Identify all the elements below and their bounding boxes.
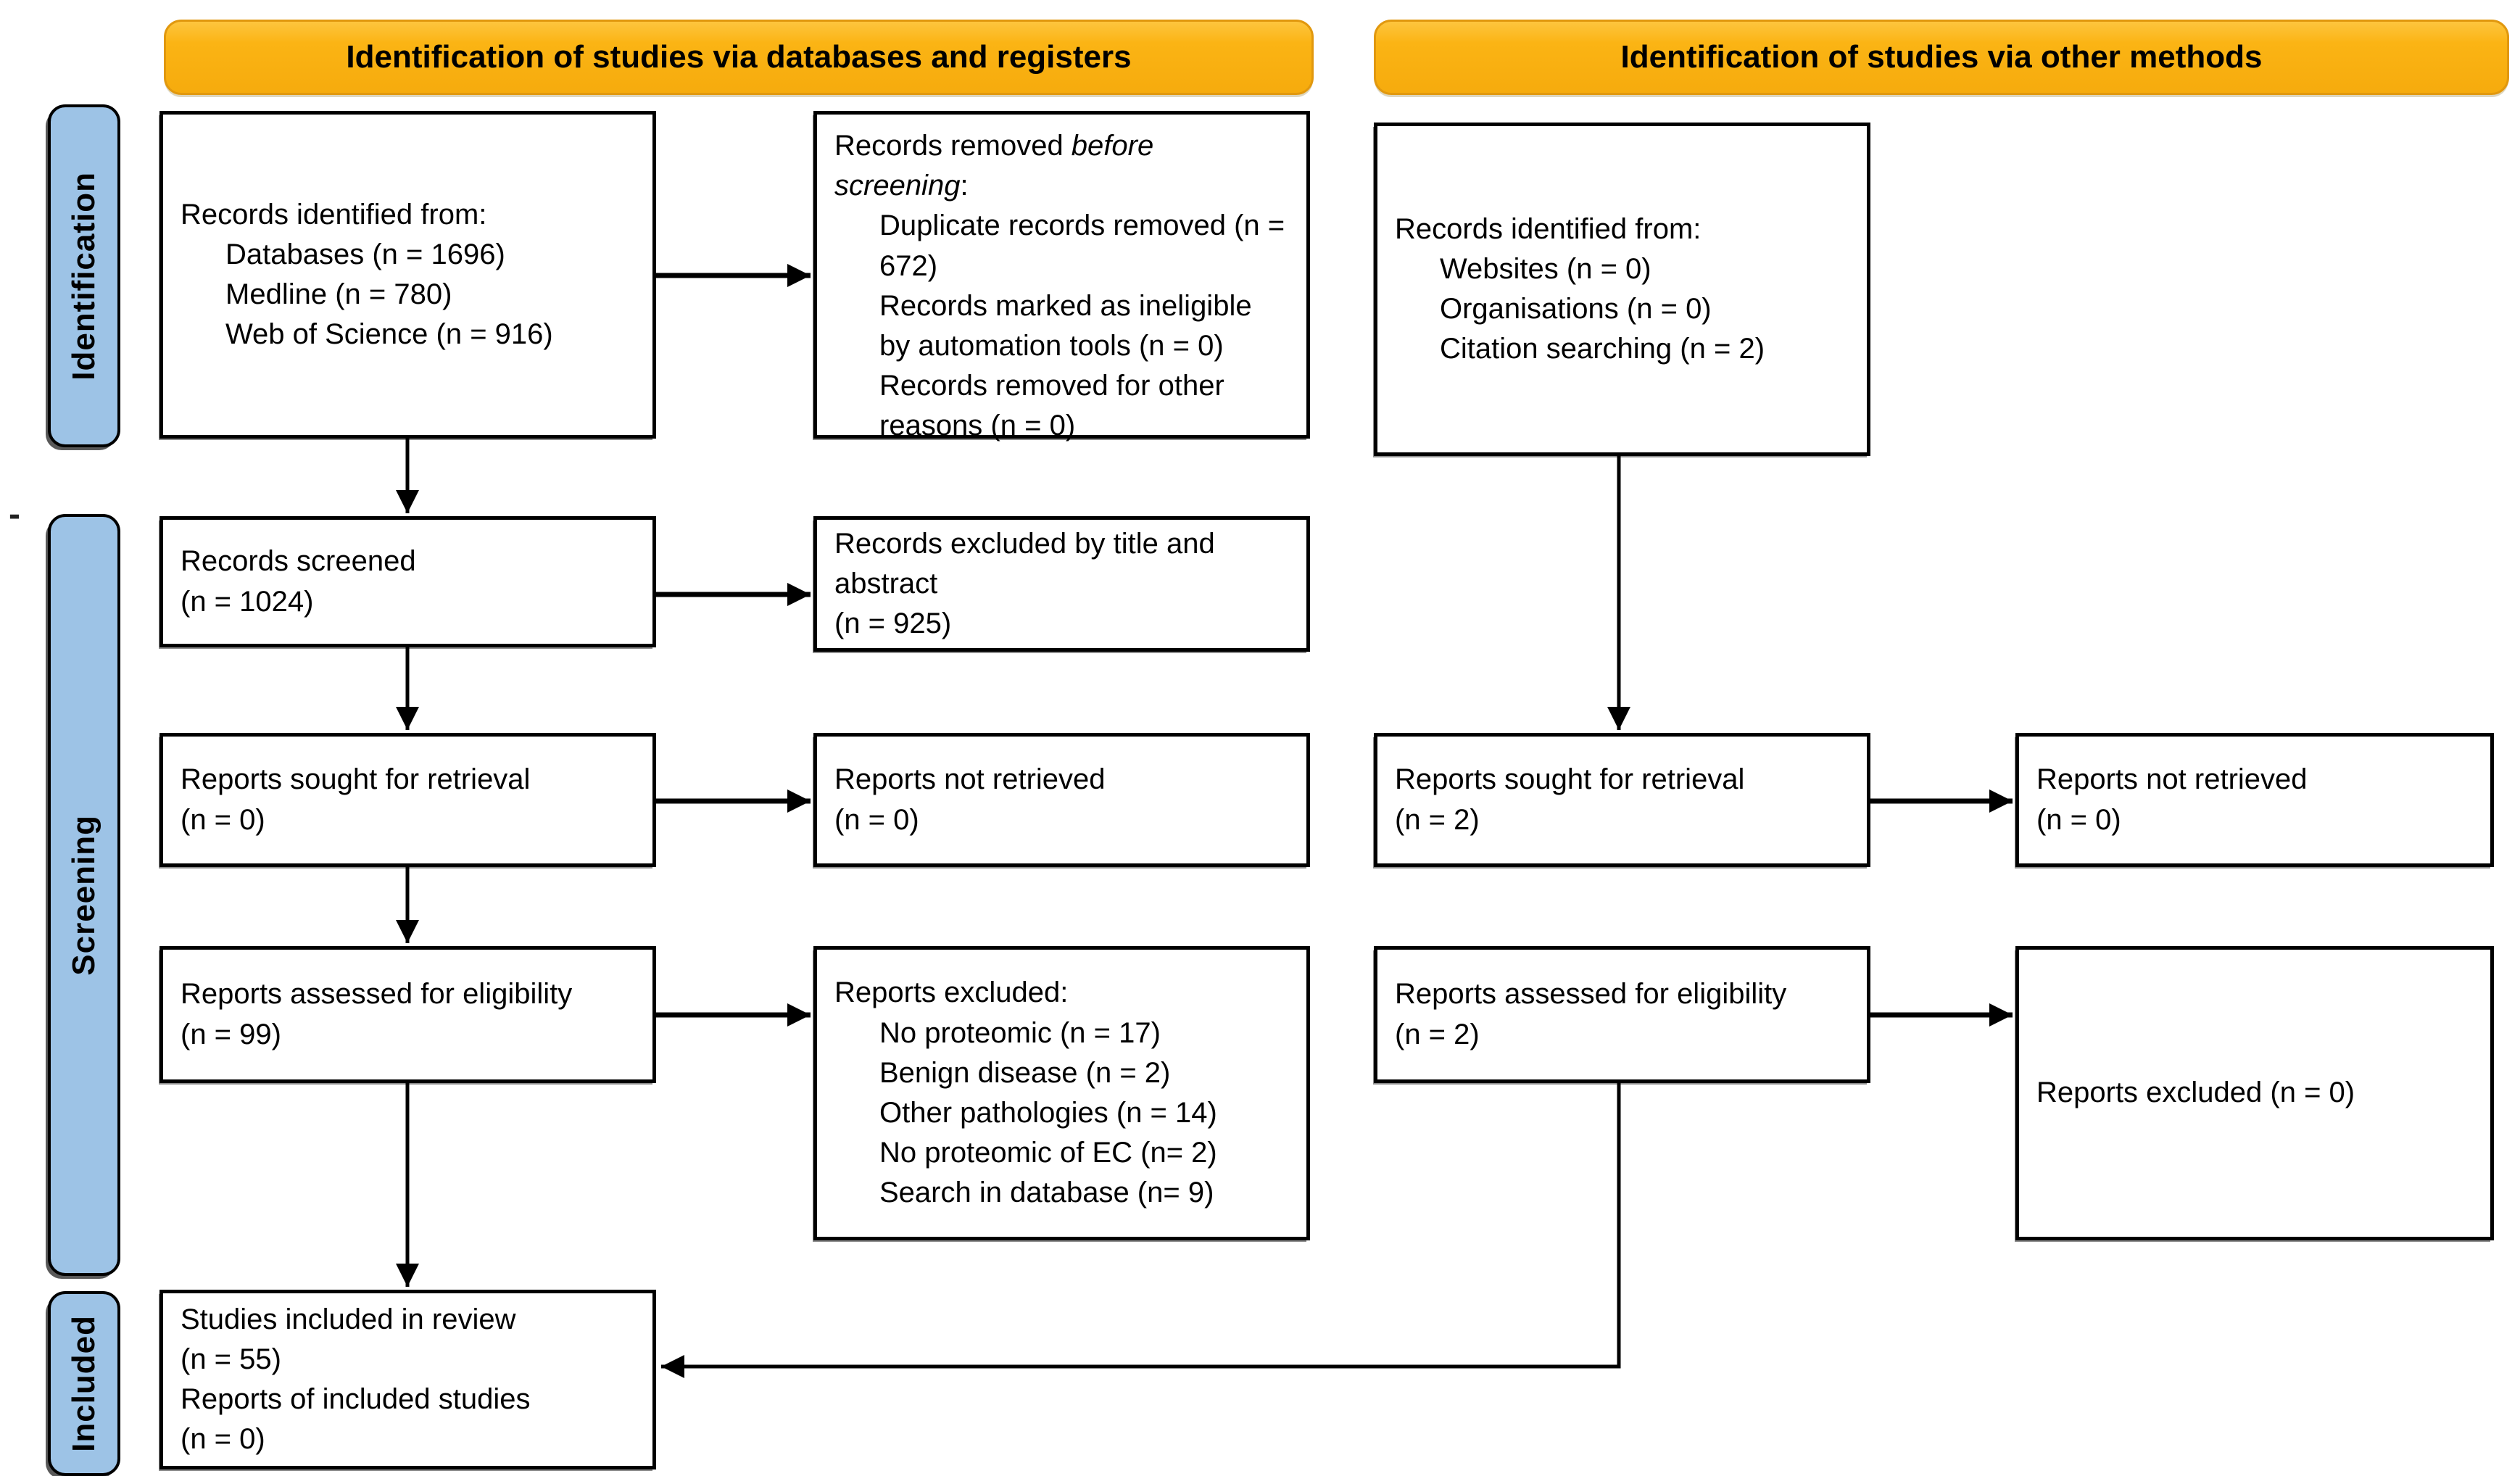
box-line: (n = 0): [181, 1423, 265, 1456]
box-reports-sought-other: Reports sought for retrieval (n = 2): [1374, 733, 1870, 867]
box-reports-not-retrieved-other: Reports not retrieved (n = 0): [2015, 733, 2494, 867]
stage-tab-included: Included: [48, 1291, 120, 1476]
box-records-removed-before-screening: Records removed before screening: Duplica…: [813, 111, 1310, 441]
box-reports-assessed-databases: Reports assessed for eligibility (n = 99): [159, 946, 656, 1083]
box-line: No proteomic (n = 17): [879, 1016, 1161, 1049]
box-line: (n = 1024): [181, 585, 314, 618]
box-reports-sought-databases: Reports sought for retrieval (n = 0): [159, 733, 656, 867]
stage-label-included: Included: [66, 1315, 101, 1452]
box-records-identified-other: Records identified from: Websites (n = 0)…: [1374, 123, 1870, 456]
box-records-excluded-title-abstract: Records excluded by title and abstract (n…: [813, 516, 1310, 652]
box-line: (n = 925): [834, 608, 952, 640]
box-line: Studies included in review: [181, 1303, 516, 1335]
box-line: Web of Science (n = 916): [225, 318, 553, 351]
box-line: Benign disease (n = 2): [879, 1056, 1171, 1089]
box-line: (n = 55): [181, 1343, 281, 1375]
box-line: Reports sought for retrieval: [181, 763, 531, 796]
box-line: Other pathologies (n = 14): [879, 1097, 1217, 1129]
box-line: Citation searching (n = 2): [1440, 333, 1765, 365]
box-line: Records identified from:: [181, 198, 487, 231]
box-line: Reports not retrieved: [2036, 763, 2308, 796]
box-line: Records identified from:: [1395, 212, 1702, 245]
box-line: Medline (n = 780): [225, 278, 452, 310]
box-studies-included: Studies included in review (n = 55) Report…: [159, 1290, 656, 1469]
box-reports-excluded-other: Reports excluded (n = 0): [2015, 946, 2494, 1240]
box-line: Reports assessed for eligibility: [181, 978, 573, 1011]
box-line: Duplicate records removed (n = 672): [879, 210, 1285, 282]
box-records-identified-databases: Records identified from: Databases (n = 1…: [159, 111, 656, 439]
box-line: (n = 0): [834, 803, 919, 836]
box-line: Reports excluded:: [834, 977, 1069, 1009]
box-line: Databases (n = 1696): [225, 238, 505, 270]
box-line: Reports of included studies: [181, 1383, 531, 1415]
header-other-methods: Identification of studies via other meth…: [1374, 20, 2509, 95]
box-line: Records screened: [181, 545, 416, 578]
header-other-methods-label: Identification of studies via other meth…: [1620, 39, 2263, 75]
box-line: No proteomic of EC (n= 2): [879, 1137, 1217, 1169]
box-line: Websites (n = 0): [1440, 252, 1651, 285]
box-line: (n = 0): [181, 803, 265, 836]
stage-label-identification: Identification: [66, 171, 101, 381]
box-records-screened: Records screened (n = 1024): [159, 516, 656, 647]
header-databases-registers-label: Identification of studies via databases …: [346, 39, 1132, 75]
box-line: Reports sought for retrieval: [1395, 763, 1745, 796]
box-line: (n = 2): [1395, 803, 1480, 836]
box-reports-assessed-other: Reports assessed for eligibility (n = 2): [1374, 946, 1870, 1083]
box-reports-excluded-reasons: Reports excluded: No proteomic (n = 17) Be…: [813, 946, 1310, 1240]
stray-dash-mark: -: [9, 495, 20, 534]
box-line: (n = 99): [181, 1018, 281, 1050]
box-line: Search in database (n= 9): [879, 1177, 1214, 1209]
stage-label-screening: Screening: [66, 814, 101, 976]
stage-tab-identification: Identification: [48, 104, 120, 447]
box-line: Reports assessed for eligibility: [1395, 978, 1787, 1011]
box-line: (n = 2): [1395, 1018, 1480, 1050]
box-line: Reports not retrieved: [834, 763, 1106, 796]
box-line: Records excluded by title and abstract: [834, 527, 1215, 600]
stage-tab-screening: Screening: [48, 514, 120, 1276]
box-line: (n = 0): [2036, 803, 2121, 836]
header-databases-registers: Identification of studies via databases …: [164, 20, 1314, 95]
box-line: Records marked as ineligible by automati…: [879, 289, 1252, 362]
box-line: Records removed before screening:: [834, 130, 1154, 202]
box-line: Organisations (n = 0): [1440, 293, 1712, 325]
box-line: Reports excluded (n = 0): [2036, 1077, 2355, 1109]
box-reports-not-retrieved-databases: Reports not retrieved (n = 0): [813, 733, 1310, 867]
box-line: Records removed for other reasons (n = 0…: [879, 370, 1224, 442]
